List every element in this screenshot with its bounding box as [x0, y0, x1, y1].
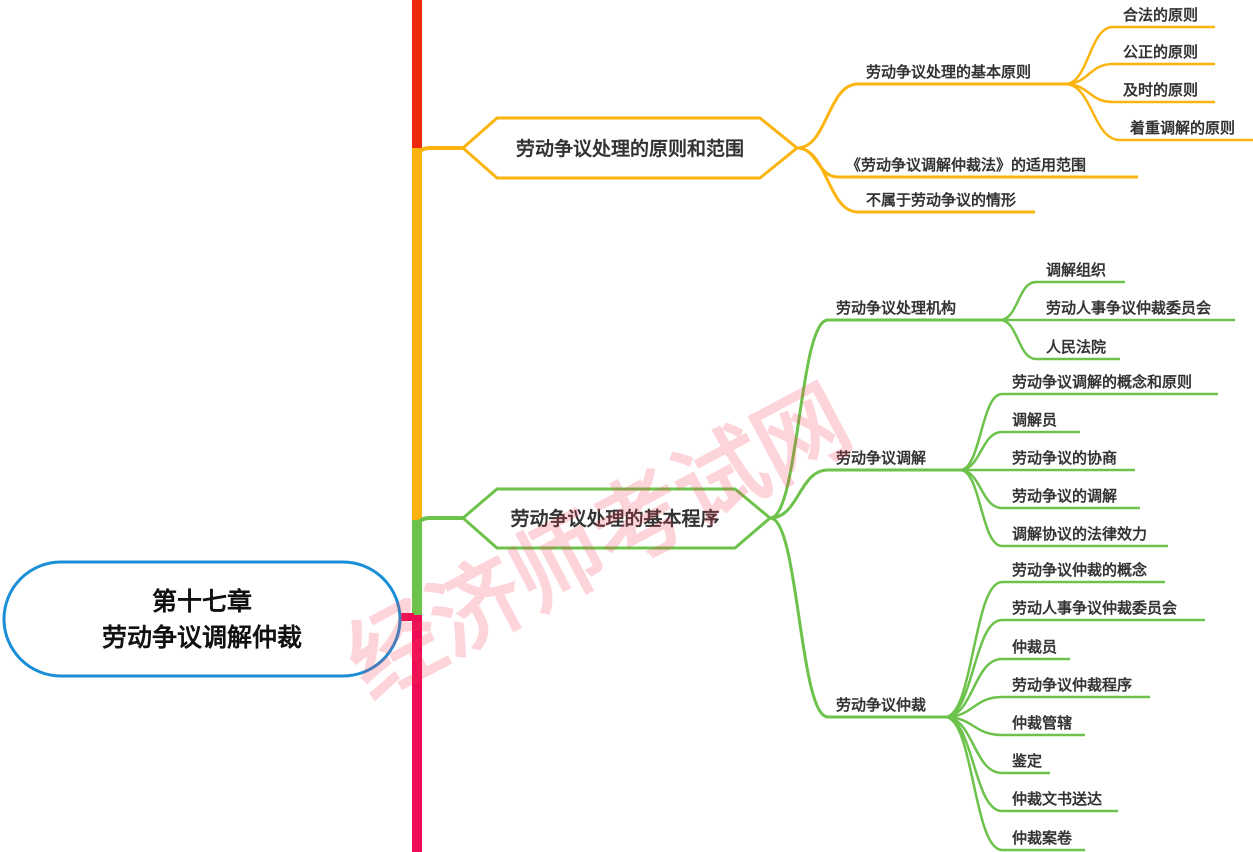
link-line	[999, 280, 1037, 322]
link-line	[944, 580, 1003, 719]
leaf-node[interactable]: 及时的原则	[1123, 81, 1198, 99]
link-line	[959, 392, 1003, 472]
link-line	[1064, 82, 1121, 142]
link-line	[944, 715, 1003, 852]
branch-connector-1	[415, 146, 463, 161]
trunk-pink	[412, 615, 422, 852]
root-connector	[400, 613, 414, 621]
leaf-node[interactable]: 仲裁员	[1012, 638, 1057, 656]
link-line	[959, 468, 1003, 548]
link-line	[769, 468, 829, 520]
leaf-node[interactable]: 着重调解的原则	[1129, 119, 1235, 137]
branch-node-procedure[interactable]	[460, 487, 773, 550]
branch-label-procedure: 劳动争议处理的基本程序	[510, 507, 719, 530]
leaf-node[interactable]: 人民法院	[1046, 338, 1106, 356]
trunk-orange	[412, 148, 422, 522]
leaf-node[interactable]: 调解员	[1012, 411, 1057, 429]
leaf-node[interactable]: 劳动争议仲裁程序	[1012, 676, 1132, 694]
branch-label-principles: 劳动争议处理的原则和范围	[516, 137, 744, 160]
leaf-node[interactable]: 仲裁文书送达	[1012, 790, 1102, 808]
link-line	[999, 318, 1037, 361]
leaf-node[interactable]: 调解组织	[1046, 261, 1106, 279]
leaf-node[interactable]: 劳动人事争议仲裁委员会	[1012, 599, 1177, 617]
link-line	[796, 146, 859, 214]
subtopic-node[interactable]: 劳动争议处理的基本原则	[866, 63, 1031, 81]
root-title-line1: 第十七章	[152, 587, 252, 616]
branch-node-principles[interactable]	[460, 116, 800, 180]
subtopic-node[interactable]: 劳动争议调解	[836, 449, 926, 467]
leaf-node[interactable]: 合法的原则	[1122, 6, 1198, 24]
leaf-node[interactable]: 仲裁案卷	[1012, 829, 1073, 847]
trunk-green	[412, 520, 422, 617]
link-line	[769, 318, 829, 520]
leaf-node[interactable]: 仲裁管辖	[1012, 714, 1072, 732]
link-line	[959, 430, 1003, 472]
link-line	[944, 657, 1003, 719]
link-line	[1064, 25, 1114, 86]
subtopic-node[interactable]: 劳动争议仲裁	[836, 696, 926, 714]
watermark: 经济师考试网	[330, 366, 868, 720]
trunk-top	[412, 0, 422, 150]
link-line	[944, 618, 1003, 719]
leaf-node[interactable]: 劳动争议的协商	[1012, 449, 1117, 467]
leaf-node[interactable]: 劳动争议的调解	[1012, 487, 1117, 505]
branch-connector-2	[415, 516, 463, 531]
leaf-node[interactable]: 鉴定	[1011, 752, 1042, 770]
link-line	[959, 468, 1003, 510]
link-line	[944, 715, 1003, 813]
subtopic-node[interactable]: 不属于劳动争议的情形	[866, 191, 1016, 209]
link-line	[796, 82, 859, 150]
leaf-node[interactable]: 劳动人事争议仲裁委员会	[1046, 299, 1211, 317]
leaf-node[interactable]: 调解协议的法律效力	[1012, 525, 1147, 543]
subtopic-node[interactable]: 《劳动争议调解仲裁法》的适用范围	[846, 156, 1086, 174]
leaf-node[interactable]: 劳动争议调解的概念和原则	[1012, 373, 1192, 391]
leaf-node[interactable]: 劳动争议仲裁的概念	[1012, 561, 1147, 579]
leaf-node[interactable]: 公正的原则	[1123, 43, 1198, 61]
link-line	[769, 516, 829, 719]
root-node[interactable]	[2, 560, 402, 678]
subtopic-node[interactable]: 劳动争议处理机构	[836, 299, 956, 317]
root-title-line2: 劳动争议调解仲裁	[102, 623, 302, 652]
